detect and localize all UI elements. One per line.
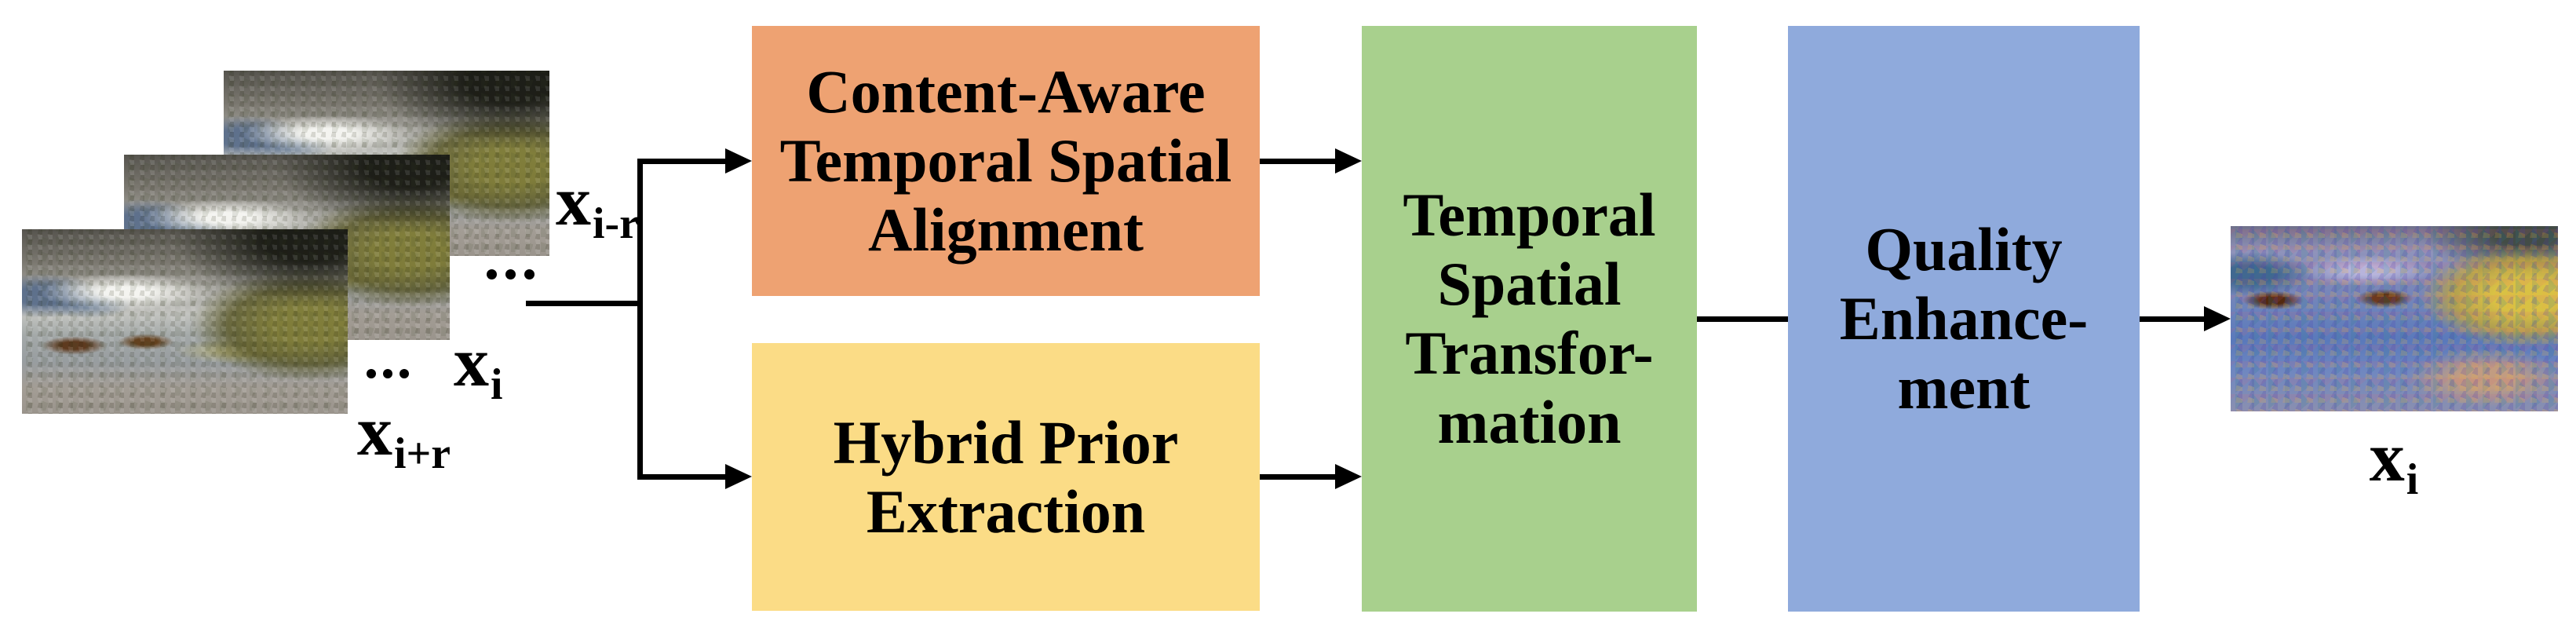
hybrid-prior-extraction-box: Hybrid Prior Extraction (752, 343, 1260, 611)
label-x-i-plus-r: xi+r (357, 393, 451, 476)
alignment-box-label-line3: Alignment (868, 195, 1144, 264)
label-x-i-plus-r-sub: i+r (394, 429, 451, 478)
temporal-spatial-transformation-box: Temporal Spatial Transfor- mation (1362, 26, 1697, 612)
ellipsis-icon-top (487, 269, 535, 279)
enhance-box-label-line2: Enhance- (1839, 284, 2089, 353)
output-frame (2231, 226, 2558, 411)
transform-to-enhance-line (1697, 316, 1788, 322)
branch-bottom-line (637, 474, 725, 480)
branch-vertical-line (637, 159, 643, 480)
branch-top-line (637, 159, 725, 164)
label-x-i-output-base: x (2369, 418, 2405, 496)
prior-box-label-line1: Hybrid Prior (833, 407, 1179, 477)
label-x-i-output-sub: i (2406, 455, 2419, 504)
label-x-i-input-sub: i (491, 360, 503, 409)
enhance-to-output-line (2140, 316, 2204, 322)
label-x-i-input-base: x (454, 323, 489, 401)
content-aware-temporal-spatial-alignment-box: Content-Aware Temporal Spatial Alignment (752, 26, 1260, 296)
arrowhead-to-output (2204, 306, 2231, 331)
arrowhead-to-alignment (725, 148, 752, 174)
enhance-box-label-line1: Quality (1865, 215, 2063, 283)
label-x-i-minus-r: xi-r (556, 163, 639, 246)
ellipsis-icon-bottom (367, 369, 409, 378)
enhance-box-label-line3: ment (1897, 353, 2031, 422)
alignment-box-label-line1: Content-Aware (806, 57, 1206, 126)
prior-to-transform-line (1260, 474, 1335, 480)
label-x-i-minus-r-sub: i-r (593, 199, 639, 248)
transform-box-label-line2: Spatial (1437, 250, 1622, 318)
transform-box-label-line4: mation (1437, 388, 1622, 456)
arrowhead-prior-to-transform (1335, 464, 1362, 489)
transform-box-label-line3: Transfor- (1405, 319, 1654, 387)
alignment-to-transform-line (1260, 159, 1335, 164)
input-line (526, 301, 643, 306)
alignment-box-label-line2: Temporal Spatial (779, 126, 1232, 195)
input-frame-front (22, 229, 348, 414)
transform-box-label-line1: Temporal (1403, 181, 1656, 249)
label-x-i-minus-r-base: x (556, 163, 591, 240)
quality-enhancement-box: Quality Enhance- ment (1788, 26, 2140, 612)
arrowhead-alignment-to-transform (1335, 148, 1362, 174)
label-x-i-output: xi (2315, 422, 2472, 502)
arrowhead-to-prior (725, 464, 752, 489)
label-x-i-input: xi (454, 327, 503, 407)
label-x-i-plus-r-base: x (357, 393, 392, 470)
prior-box-label-line2: Extraction (866, 477, 1146, 546)
